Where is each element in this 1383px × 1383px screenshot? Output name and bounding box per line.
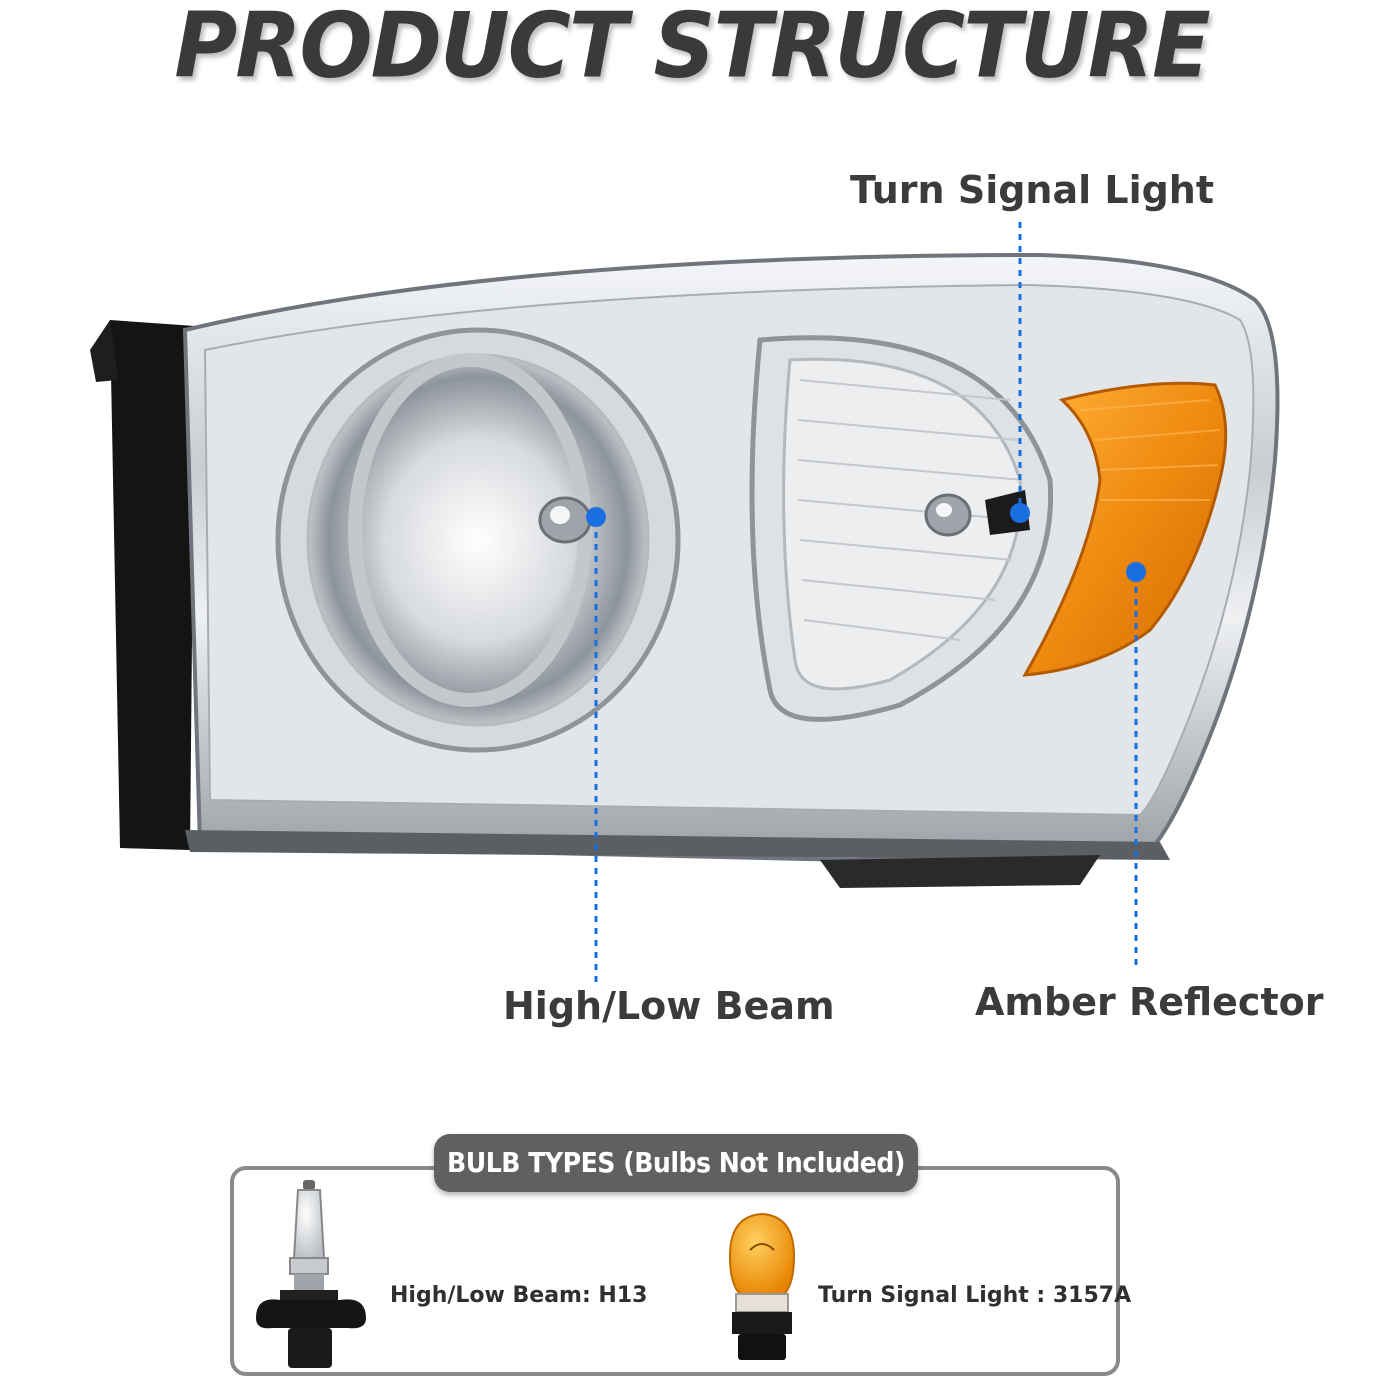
- h13-bulb-icon: [256, 1180, 366, 1368]
- h13-bulb-label: High/Low Beam: H13: [390, 1283, 648, 1308]
- page-title: PRODUCT STRUCTURE: [174, 0, 1211, 99]
- bulb-types-heading: BULB TYPES (Bulbs Not Included): [434, 1134, 918, 1192]
- amber-reflector-callout: Amber Reflector: [975, 980, 1324, 1024]
- 3157a-bulb-icon: [728, 1212, 796, 1360]
- turn-signal-reflector: [749, 335, 1054, 722]
- mounting-bracket: [90, 320, 195, 850]
- callout-markers: [586, 222, 1146, 985]
- beam-reflector: [275, 327, 681, 753]
- 3157a-bulb-label: Turn Signal Light : 3157A: [818, 1283, 1132, 1308]
- turn-signal-callout: Turn Signal Light: [850, 168, 1215, 212]
- amber-reflector: [1022, 381, 1228, 677]
- beam-callout: High/Low Beam: [503, 984, 835, 1028]
- bulb-types-panel: [230, 1166, 1120, 1376]
